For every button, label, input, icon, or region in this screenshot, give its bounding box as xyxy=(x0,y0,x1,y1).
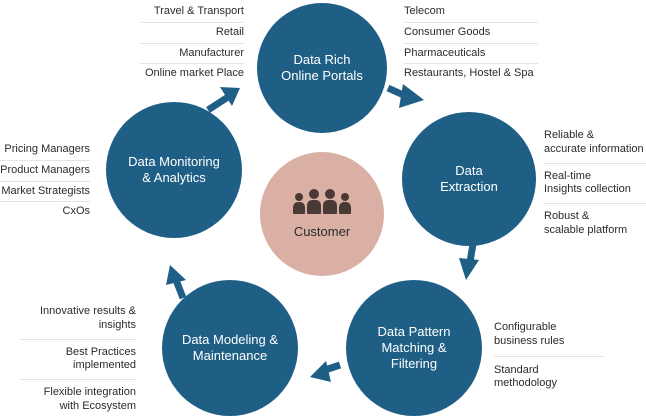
portals-right-list: Telecom Consumer Goods Pharmaceuticals R… xyxy=(404,2,538,84)
list-item: Pricing Managers xyxy=(0,140,90,161)
stage-label: Data Monitoring & Analytics xyxy=(128,153,220,185)
monitoring-list: Pricing Managers Product Managers Market… xyxy=(0,140,90,222)
stage-label: Data Rich Online Portals xyxy=(281,51,363,83)
modeling-list: Innovative results & insights Best Pract… xyxy=(20,302,136,417)
list-item: Flexible integration with Ecosystem xyxy=(43,386,136,412)
list-item: Pharmaceuticals xyxy=(404,44,538,65)
portals-left-list: Travel & Transport Retail Manufacturer O… xyxy=(140,2,244,84)
list-item: Configurable business rules xyxy=(494,318,604,357)
list-item: Product Managers xyxy=(0,161,90,182)
stage-data-rich-online-portals: Data Rich Online Portals xyxy=(257,3,387,133)
stage-data-pattern-matching: Data Pattern Matching & Filtering xyxy=(346,280,482,416)
stage-data-extraction: Data Extraction xyxy=(402,112,536,246)
list-item: Best Practices implemented xyxy=(20,340,136,380)
list-item: Real-time Insights collection xyxy=(544,164,646,204)
list-item: Robust & scalable platform xyxy=(544,210,628,236)
stage-label: Data Extraction xyxy=(440,162,498,194)
list-item: Manufacturer xyxy=(140,44,244,65)
stage-label: Data Modeling & Maintenance xyxy=(181,331,279,363)
stage-data-modeling: Data Modeling & Maintenance xyxy=(162,280,298,416)
list-item: Online market Place xyxy=(144,67,244,80)
pattern-list: Configurable business rules Standard met… xyxy=(494,318,604,394)
arrow-pattern-to-modeling xyxy=(310,361,342,382)
list-item: Telecom xyxy=(404,2,538,23)
list-item: Standard methodology xyxy=(494,363,557,390)
list-item: Retail xyxy=(140,23,244,44)
list-item: Consumer Goods xyxy=(404,23,538,44)
arrow-monitoring-to-portals xyxy=(206,87,240,113)
list-item: Innovative results & insights xyxy=(20,302,136,340)
stage-label: Data Pattern Matching & Filtering xyxy=(377,323,451,372)
customer-circle: Customer xyxy=(260,152,384,276)
list-item: Travel & Transport xyxy=(140,2,244,23)
arrow-modeling-to-monitoring xyxy=(166,265,187,300)
list-item: CxOs xyxy=(62,205,91,218)
list-item: Restaurants, Hostel & Spa xyxy=(404,67,534,80)
list-item: Market Strategists xyxy=(0,182,90,203)
arrow-portals-to-extraction xyxy=(386,84,424,108)
people-group-icon xyxy=(292,189,352,214)
extraction-list: Reliable & accurate information Real-tim… xyxy=(544,126,646,241)
customer-label: Customer xyxy=(293,224,351,239)
stage-data-monitoring: Data Monitoring & Analytics xyxy=(106,102,242,238)
list-item: Reliable & accurate information xyxy=(544,126,646,164)
